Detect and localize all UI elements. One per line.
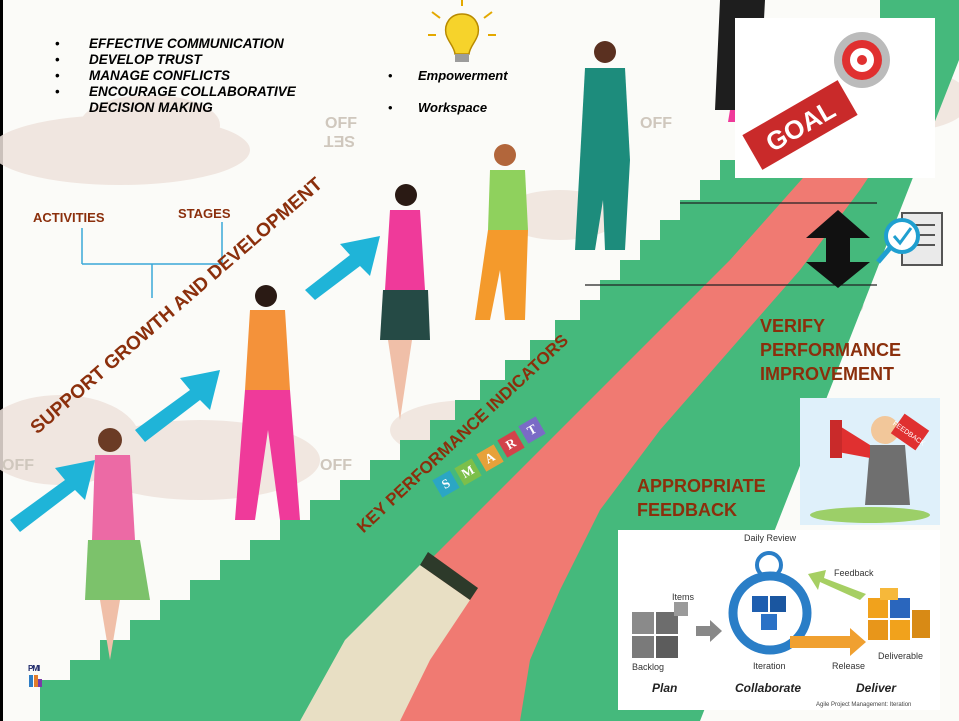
megaphone-man-illustration: FEEDBACK [800,398,940,525]
verify-line-3: IMPROVEMENT [760,364,895,384]
pmi-logo-text: PMI [28,664,40,673]
goal-graphic: GOAL [735,18,935,178]
sleeve [300,565,470,721]
person-1 [85,428,150,660]
watermark-off: OFF [640,115,672,132]
mid-bullet-list: Empowerment Workspace [388,68,548,116]
agile-iteration: Iteration [753,661,786,671]
lightbulb-icon [428,0,496,62]
verify-line-1: VERIFY [760,316,826,336]
bullet-workspace: Workspace [388,100,548,116]
pink-hand [330,90,910,721]
agile-deliverable: Deliverable [878,651,924,661]
bullet-develop-trust: DEVELOP TRUST [55,52,365,68]
watermark-off: OFF [325,115,357,132]
bullet-encourage-collaborative: ENCOURAGE COLLABORATIVE DECISION MAKING [55,84,349,116]
person-3 [380,184,430,420]
agile-plan: Plan [652,681,678,695]
backlog-icon [632,602,688,658]
person-4 [475,144,528,320]
watermark-off: OFF [320,457,352,474]
feedback-line-1: APPROPRIATE [637,476,766,496]
agile-collaborate: Collaborate [735,681,802,695]
feedback-arrow-icon [808,570,866,600]
verify-line-2: PERFORMANCE [760,340,902,360]
stages-label: STAGES [178,206,231,221]
deliverable-icon [868,588,930,640]
agile-deliver: Deliver [856,681,897,695]
person-5 [575,41,630,250]
activities-label: ACTIVITIES [33,210,105,225]
agile-backlog: Backlog [632,662,665,672]
verify-performance-text: VERIFY PERFORMANCE IMPROVEMENT [760,314,901,386]
magnifier-document-icon [876,212,943,266]
bracket-lines [81,222,223,298]
agile-feedback: Feedback [834,568,874,578]
agile-diagram [618,530,940,710]
agile-release: Release [832,661,866,671]
watermark-set: SET [324,132,355,149]
double-arrow-icon [806,210,870,288]
release-arrow-icon [790,628,866,656]
bullet-effective-communication: EFFECTIVE COMMUNICATION [55,36,365,52]
agile-daily-review: Daily Review [744,533,797,543]
feedback-line-2: FEEDBACK [637,500,738,520]
plan-arrow-icon [696,620,722,642]
blue-arrows [10,236,380,532]
watermark-off: OFF [2,457,34,474]
appropriate-feedback-text: APPROPRIATE FEEDBACK [637,474,766,522]
bullet-manage-conflicts: MANAGE CONFLICTS [55,68,365,84]
pmi-logo: PMI [28,664,42,690]
bullet-empowerment: Empowerment [388,68,548,84]
left-bullet-list: EFFECTIVE COMMUNICATION DEVELOP TRUST MA… [55,36,365,116]
agile-items: Items [672,592,695,602]
daily-review-cycle-icon [755,551,783,579]
person-2 [235,285,300,520]
agile-caption: Agile Project Management: Iteration [816,702,912,708]
